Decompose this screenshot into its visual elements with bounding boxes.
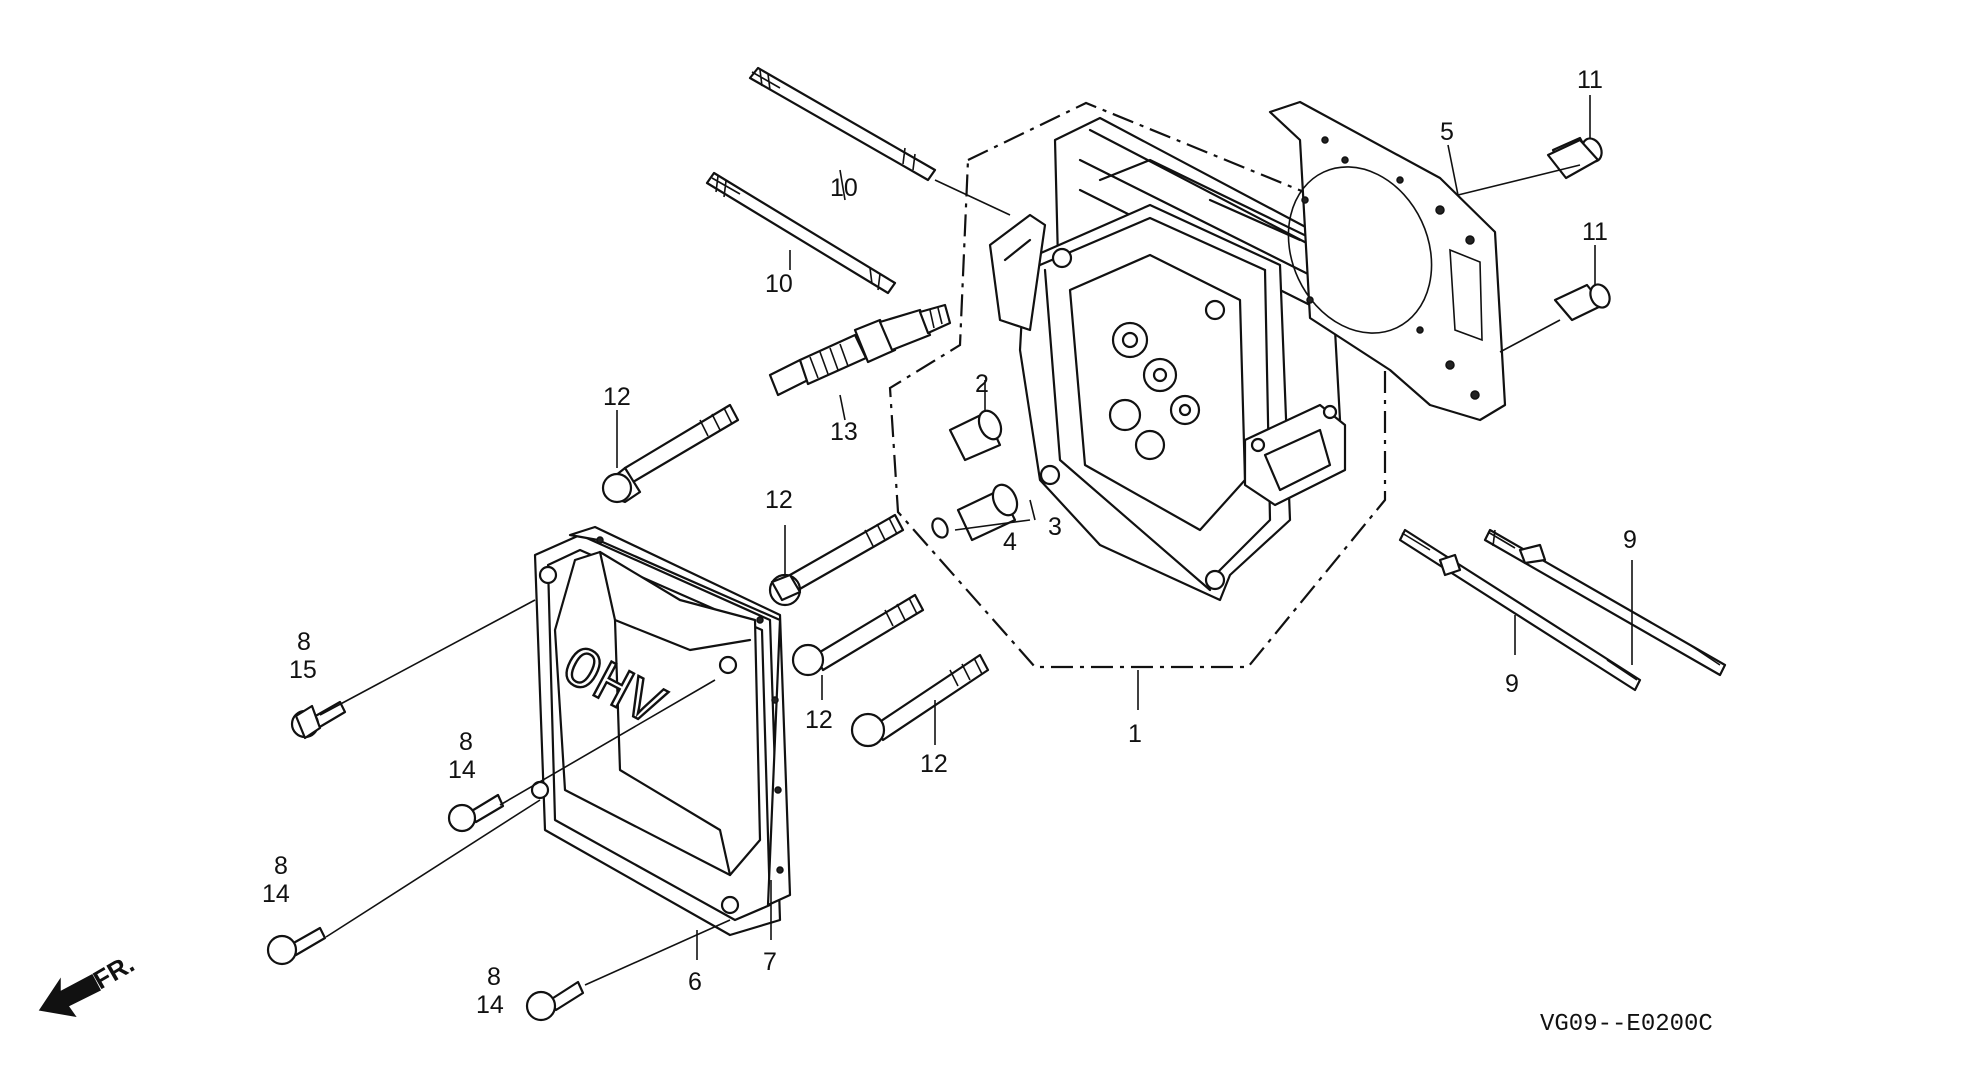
callouts: 1 2 3 4 5 6 7 8 8 8 8 9 9 10 10 11 11 12… xyxy=(262,66,1637,1019)
callout-8-d: 8 xyxy=(487,963,501,991)
callout-9-a: 9 xyxy=(1623,526,1637,554)
callout-14-c: 14 xyxy=(476,991,504,1019)
front-direction-arrow: FR. xyxy=(38,948,139,1018)
cover-gasket xyxy=(568,525,792,907)
dowel-pin-upper xyxy=(1546,136,1603,180)
cylinder-head xyxy=(988,116,1362,602)
cover-bolt-bottom xyxy=(525,980,585,1022)
stud-bolt-lower xyxy=(705,171,897,295)
callout-10-a: 10 xyxy=(830,174,858,202)
spark-plug xyxy=(768,303,952,397)
diagram-code: VG09--E0200C xyxy=(1540,1011,1713,1038)
flange-bolt-lower-2 xyxy=(850,653,990,748)
callout-14-a: 14 xyxy=(448,756,476,784)
flange-bolt-middle xyxy=(768,513,905,607)
callout-10-b: 10 xyxy=(765,270,793,298)
exhaust-stud-upper xyxy=(1483,528,1727,677)
callout-11-a: 11 xyxy=(1577,66,1603,94)
callout-15: 15 xyxy=(289,656,317,684)
callout-14-b: 14 xyxy=(262,880,290,908)
callout-13: 13 xyxy=(830,418,858,446)
head-gasket xyxy=(1268,100,1507,422)
cover-bolt-top xyxy=(290,700,347,740)
head-cover: OHV xyxy=(530,533,782,937)
leader-lines xyxy=(319,95,1633,986)
callout-11-b: 11 xyxy=(1582,218,1608,246)
callout-6: 6 xyxy=(688,968,702,996)
callout-8-a: 8 xyxy=(297,628,311,656)
callout-12-d: 12 xyxy=(920,750,948,778)
cover-bolt-mid xyxy=(447,793,505,833)
callout-7: 7 xyxy=(763,948,777,976)
exhaust-stud-lower xyxy=(1398,528,1642,692)
callout-8-b: 8 xyxy=(459,728,473,756)
callout-1: 1 xyxy=(1128,720,1142,748)
callout-12-a: 12 xyxy=(603,383,631,411)
dowel-pin-lower xyxy=(1553,283,1611,322)
callout-5: 5 xyxy=(1440,118,1454,146)
callout-2: 2 xyxy=(975,370,989,398)
callout-12-b: 12 xyxy=(765,486,793,514)
callout-3: 3 xyxy=(1048,513,1062,541)
stud-bolt-upper xyxy=(748,66,937,182)
callout-4: 4 xyxy=(1003,528,1017,556)
valve-collar-2 xyxy=(948,409,1003,462)
callout-8-c: 8 xyxy=(274,852,288,880)
o-ring-4 xyxy=(931,517,949,539)
cover-bolt-lower-left xyxy=(266,926,327,966)
assembly-boundary xyxy=(888,101,1387,669)
flange-bolt-lower-1 xyxy=(791,593,925,677)
flange-bolt-upper-left xyxy=(601,403,740,504)
callout-9-b: 9 xyxy=(1505,670,1519,698)
callout-12-c: 12 xyxy=(805,706,833,734)
